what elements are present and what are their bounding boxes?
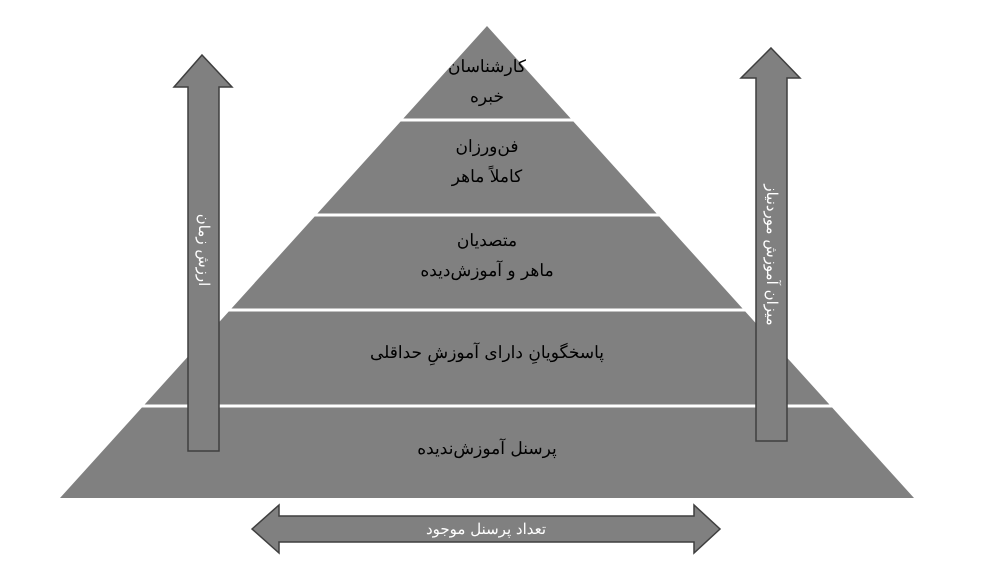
tier-label-untrained: پرسنل آموزش‌ندیده — [417, 434, 557, 464]
bottom-double-arrow — [250, 503, 722, 555]
right-arrow-label: میزان آموزش موردنیاز — [763, 184, 781, 326]
tier-title: پاسخگویانِ دارای آموزشِ حداقلی — [369, 343, 605, 363]
tier-label-operators: متصدیان ماهر و آموزش‌دیده — [420, 226, 553, 286]
tier-label-technicians: فن‌ورزان کاملاً ماهر — [452, 132, 523, 192]
pyramid-shape — [60, 26, 914, 498]
tier-label-experts: کارشناسان خبره — [448, 52, 526, 112]
bottom-arrow-label: تعداد پرسنل موجود — [425, 520, 547, 538]
tier-label-responders: پاسخگویانِ دارای آموزشِ حداقلی — [370, 338, 604, 368]
tier-subtitle: ماهر و آموزش‌دیده — [420, 261, 554, 281]
left-up-arrow — [172, 53, 234, 452]
tier-subtitle: خبره — [470, 87, 504, 107]
tier-title: پرسنل آموزش‌ندیده — [417, 439, 557, 459]
tier-title: کارشناسان — [448, 57, 526, 77]
right-up-arrow — [739, 46, 802, 442]
left-arrow-label: ارزش زمان — [195, 213, 213, 287]
tier-title: فن‌ورزان — [455, 137, 519, 157]
tier-subtitle: کاملاً ماهر — [451, 167, 523, 187]
tier-title: متصدیان — [456, 231, 518, 251]
